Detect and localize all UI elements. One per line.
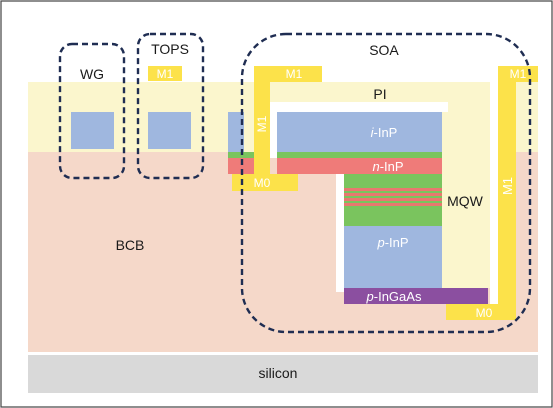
mqw-barrier-3 <box>344 201 442 203</box>
wg-label: WG <box>80 66 104 82</box>
i-inp-layer <box>277 112 442 152</box>
i-inp-label: i-InP <box>371 125 398 140</box>
mqw-well-2 <box>344 193 442 196</box>
mqw-barrier-1 <box>344 191 442 193</box>
wg-core <box>71 112 114 149</box>
m0-right-label: M0 <box>476 306 493 320</box>
soa-dashed-box <box>240 32 532 334</box>
mqw-well-3 <box>344 198 442 201</box>
m1-right-top-label: M1 <box>510 67 527 81</box>
wg-dashed-box <box>58 42 126 180</box>
m1-left-vertical <box>254 66 270 178</box>
m1-left-vertical-label: M1 <box>255 115 269 132</box>
soa-label: SOA <box>369 42 399 58</box>
tops-m1-label: M1 <box>157 67 174 81</box>
p-ingaas-layer <box>344 288 488 304</box>
silicon-substrate <box>28 355 538 393</box>
mqw-green-bottom <box>344 206 442 226</box>
soa-left-n <box>228 158 260 174</box>
m1-left-top <box>254 66 322 82</box>
n-inp-label: n-InP <box>372 159 403 174</box>
m1-right-vertical <box>498 66 516 320</box>
mqw-barrier-2 <box>344 196 442 198</box>
silicon-label: silicon <box>259 365 298 381</box>
n-inp-layer <box>277 158 442 174</box>
mqw-green-top <box>344 174 442 188</box>
pi-label: PI <box>373 86 386 102</box>
p-inp-layer <box>344 226 442 288</box>
soa-left-green <box>228 152 260 158</box>
m0-left <box>232 174 298 191</box>
tops-dashed-box <box>136 32 205 180</box>
pi-gap-right <box>490 82 498 312</box>
tops-core <box>148 112 191 149</box>
tops-label: TOPS <box>151 41 189 57</box>
p-ingaas-label: p-InGaAs <box>366 289 422 304</box>
pi-fill-right-2 <box>450 158 490 246</box>
soa-left-inp <box>228 112 244 152</box>
bcb-label: BCB <box>116 237 145 253</box>
mqw-label: MQW <box>447 193 484 209</box>
mqw-well-4 <box>344 203 442 206</box>
p-inp-label: p-InP <box>376 235 408 250</box>
green-thin-layer <box>277 152 442 158</box>
mqw-well-1 <box>344 188 442 191</box>
m1-right-vertical-label: M1 <box>500 177 515 195</box>
tops-m1-heater <box>148 66 182 81</box>
m0-right <box>446 304 516 320</box>
m0-left-label: M0 <box>254 176 271 190</box>
m1-left-top-label: M1 <box>286 67 303 81</box>
